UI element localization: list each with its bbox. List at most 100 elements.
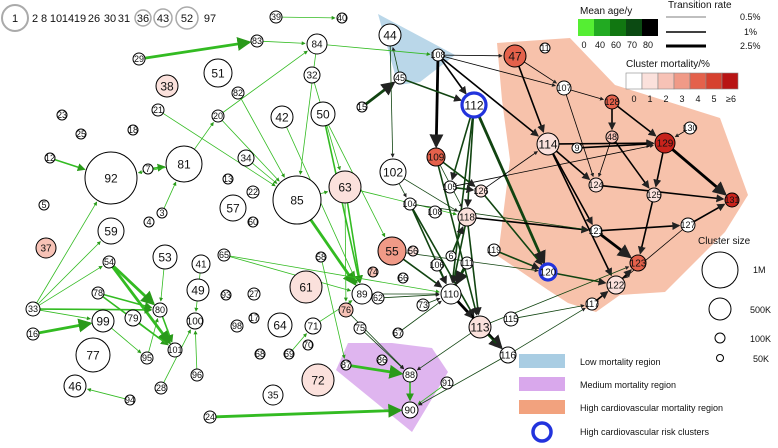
cluster-node[interactable]: 117 [585, 297, 599, 311]
cluster-node[interactable]: 44 [378, 23, 402, 47]
cluster-node[interactable]: 62 [371, 291, 385, 305]
cluster-node[interactable]: 110 [440, 283, 462, 305]
cluster-node[interactable]: 102 [379, 158, 407, 186]
cluster-node[interactable]: 106 [429, 258, 445, 272]
cluster-node[interactable]: 77 [75, 337, 111, 373]
cluster-node[interactable]: 127 [680, 217, 696, 233]
cluster-node[interactable]: 53 [152, 244, 178, 270]
cluster-node[interactable]: 79 [124, 309, 142, 327]
cluster-node[interactable]: 46 [63, 374, 87, 398]
cluster-node[interactable]: 98 [230, 319, 244, 333]
cluster-node[interactable]: 70 [302, 339, 314, 351]
cluster-node[interactable]: 35 [262, 384, 284, 406]
cluster-node[interactable]: 27 [247, 287, 261, 301]
cluster-node[interactable]: 22 [246, 185, 260, 199]
cluster-node[interactable]: 65 [217, 248, 231, 262]
cluster-node[interactable]: 23 [56, 109, 68, 121]
cluster-node[interactable]: 12 [44, 152, 56, 164]
cluster-node[interactable]: 113 [468, 315, 492, 339]
cluster-node[interactable]: 109 [426, 147, 446, 167]
cluster-node[interactable]: 67 [392, 327, 404, 339]
cluster-node[interactable]: 6 [445, 250, 457, 262]
cluster-node[interactable]: 125 [646, 187, 662, 203]
cluster-node[interactable]: 96 [190, 368, 204, 382]
cluster-node[interactable]: 25 [75, 128, 87, 140]
cluster-node[interactable]: 83 [250, 34, 264, 48]
cluster-node[interactable]: 94 [124, 394, 136, 406]
cluster-node[interactable]: 122 [606, 275, 626, 295]
cluster-node[interactable]: 61 [289, 270, 323, 304]
cluster-node[interactable]: 16 [26, 327, 40, 341]
cluster-node[interactable]: 76 [338, 302, 354, 318]
cluster-node[interactable]: 107 [556, 80, 572, 96]
cluster-node[interactable]: 115 [503, 311, 519, 327]
cluster-node[interactable]: 21 [151, 103, 165, 117]
cluster-node[interactable]: 45 [393, 71, 407, 85]
cluster-node[interactable]: 55 [377, 236, 407, 266]
cluster-node[interactable]: 101 [167, 342, 183, 358]
cluster-node[interactable]: 95 [140, 351, 154, 365]
cluster-node[interactable]: 88 [402, 367, 418, 383]
cluster-node[interactable]: 40 [336, 12, 348, 24]
cluster-node[interactable]: 49 [186, 278, 210, 302]
cluster-node[interactable]: 59 [97, 217, 125, 245]
cluster-node[interactable]: 124 [588, 177, 604, 193]
cluster-node[interactable]: 108 [430, 48, 446, 62]
cluster-node[interactable]: 38 [155, 74, 179, 98]
cluster-node[interactable]: 128 [604, 94, 620, 110]
cluster-node[interactable]: 13 [222, 173, 234, 185]
cluster-node[interactable]: 74 [367, 266, 379, 278]
cluster-node[interactable]: 116 [499, 346, 517, 364]
cluster-node[interactable]: 118 [457, 207, 477, 227]
cluster-node[interactable]: 100 [186, 312, 204, 330]
cluster-node[interactable]: 58 [315, 251, 327, 263]
cluster-node[interactable]: 69 [283, 348, 295, 360]
cluster-node[interactable]: 90 [401, 401, 419, 419]
cluster-node[interactable]: 108 [427, 205, 443, 219]
cluster-node[interactable]: 86 [376, 354, 388, 366]
cluster-node[interactable]: 9 [571, 142, 583, 154]
cluster-node[interactable]: 111 [460, 256, 474, 270]
cluster-node[interactable]: 120 [538, 262, 558, 282]
cluster-node[interactable]: 123 [629, 254, 647, 272]
cluster-node[interactable]: 50 [310, 101, 336, 127]
cluster-node[interactable]: 64 [267, 312, 293, 338]
cluster-node[interactable]: 126 [473, 184, 489, 198]
cluster-node[interactable]: 24 [203, 410, 217, 424]
cluster-node[interactable]: 4 [143, 216, 155, 228]
cluster-node[interactable]: 85 [272, 175, 322, 225]
cluster-node[interactable]: 75 [353, 321, 367, 335]
cluster-node[interactable]: 99 [91, 309, 115, 333]
cluster-node[interactable]: 91 [440, 376, 454, 390]
cluster-node[interactable]: 63 [328, 170, 362, 204]
cluster-node[interactable]: 114 [536, 132, 560, 156]
cluster-node[interactable]: 80 [152, 302, 168, 318]
cluster-node[interactable]: 60 [247, 216, 259, 228]
cluster-node[interactable]: 68 [254, 348, 266, 360]
cluster-node[interactable]: 41 [191, 254, 211, 274]
cluster-node[interactable]: 11 [539, 42, 551, 54]
cluster-node[interactable]: 73 [416, 298, 430, 312]
cluster-node[interactable]: 51 [203, 58, 233, 88]
cluster-node[interactable]: 130 [682, 121, 698, 135]
cluster-node[interactable]: 87 [340, 359, 352, 371]
cluster-node[interactable]: 47 [503, 44, 527, 68]
cluster-node[interactable]: 81 [165, 145, 203, 183]
cluster-node[interactable]: 42 [270, 105, 294, 129]
cluster-node[interactable]: 131 [724, 192, 740, 208]
cluster-node[interactable]: 17 [248, 312, 260, 324]
cluster-node[interactable]: 66 [397, 272, 409, 284]
cluster-node[interactable]: 32 [303, 66, 321, 84]
cluster-node[interactable]: 15 [356, 101, 368, 113]
cluster-node[interactable]: 93 [220, 289, 232, 301]
cluster-node[interactable]: 5 [38, 199, 50, 211]
cluster-node[interactable]: 56 [407, 245, 419, 257]
cluster-node[interactable]: 7 [142, 163, 154, 175]
cluster-node[interactable]: 129 [654, 132, 676, 154]
cluster-node[interactable]: 78 [91, 286, 105, 300]
cluster-node[interactable]: 48 [605, 130, 619, 144]
cluster-node[interactable]: 20 [211, 109, 225, 123]
cluster-node[interactable]: 105 [442, 180, 458, 194]
cluster-node[interactable]: 121 [588, 224, 604, 238]
cluster-node[interactable]: 84 [306, 33, 328, 55]
